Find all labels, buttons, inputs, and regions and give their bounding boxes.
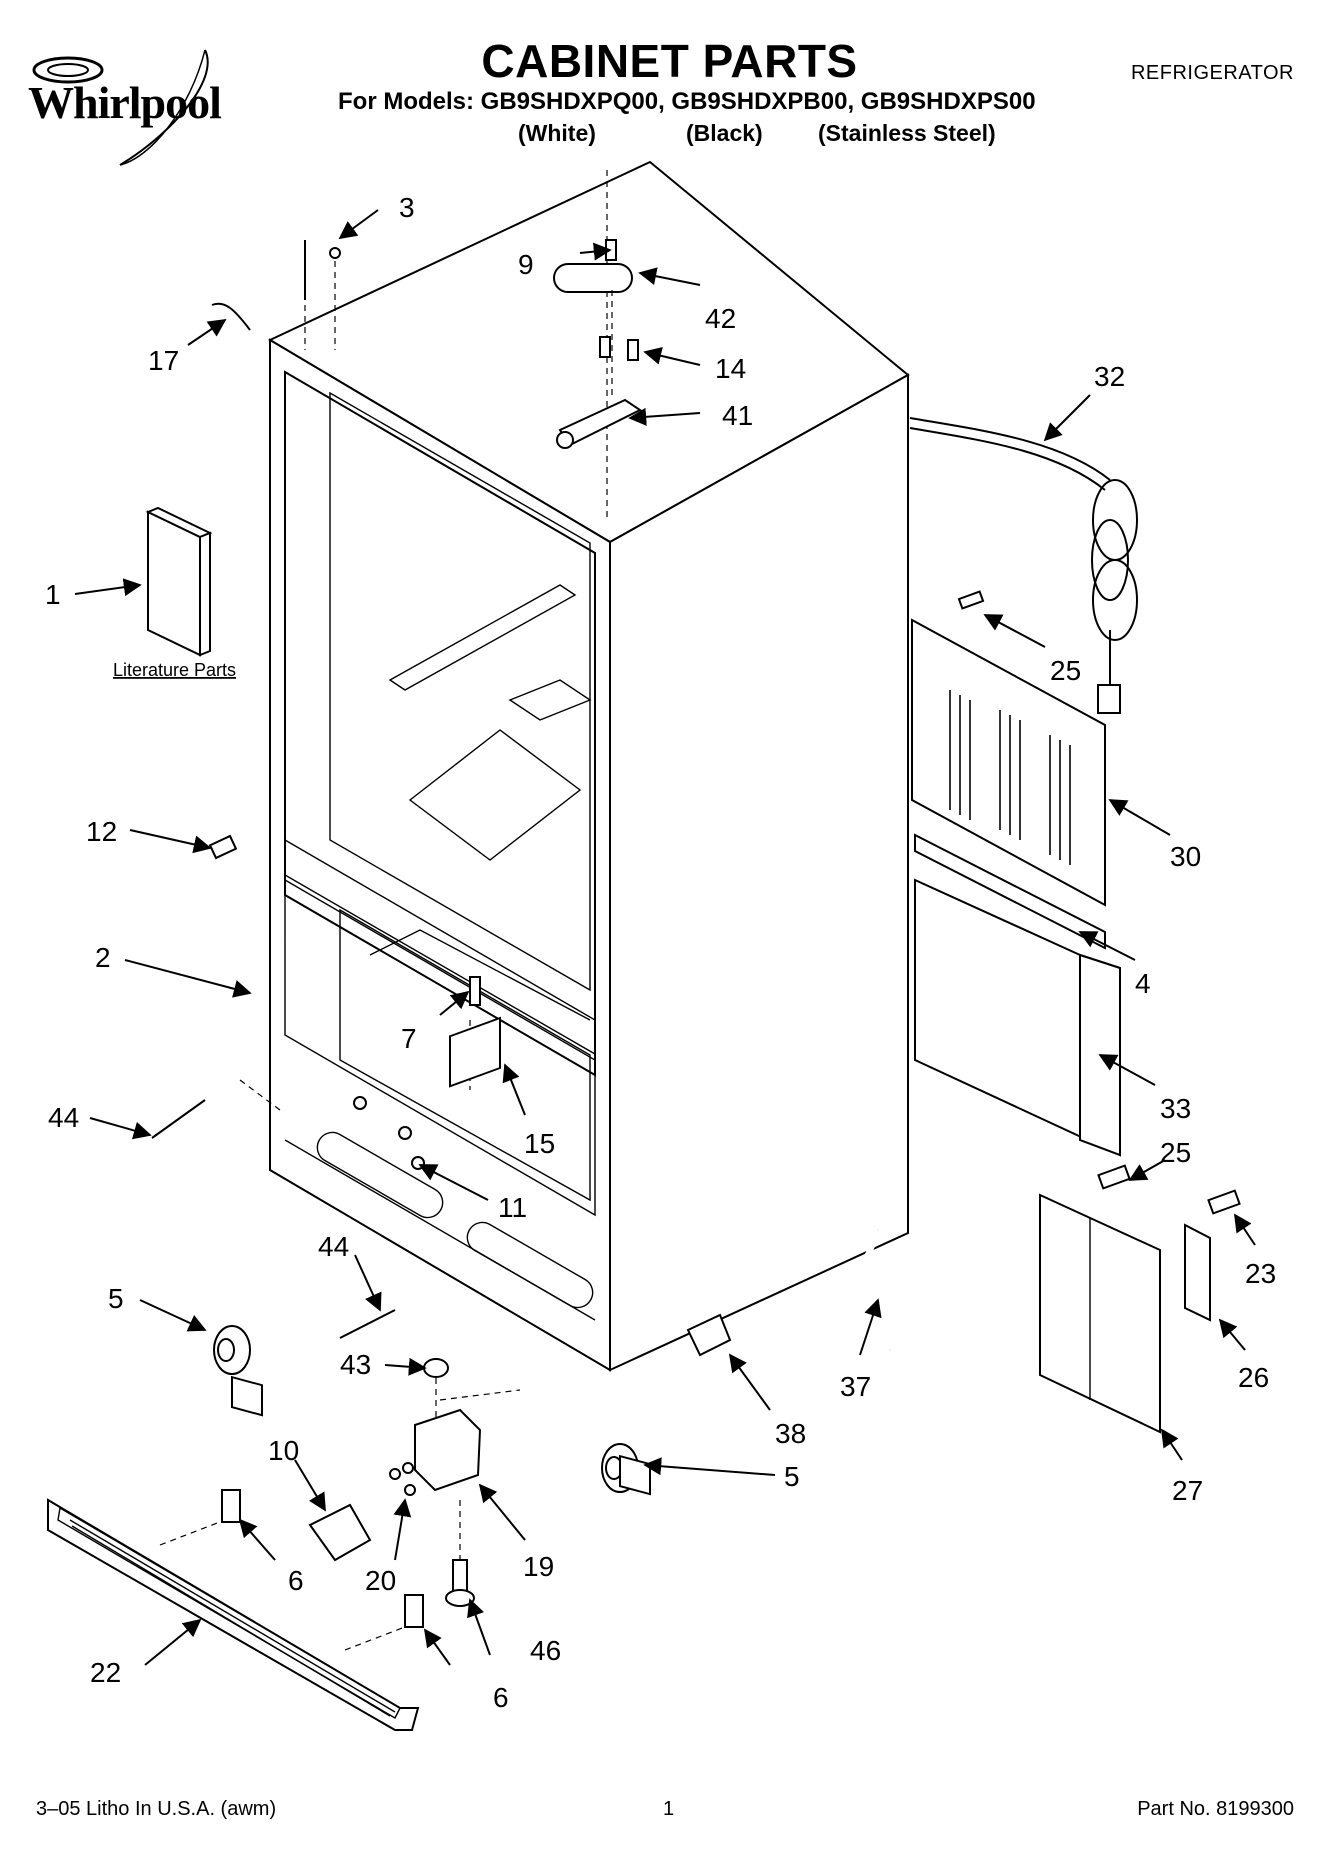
callout-19: 19 [523, 1551, 554, 1582]
leveling-assembly [308, 1358, 521, 1607]
callout-25: 25 [1160, 1137, 1191, 1168]
callout-30: 30 [1170, 841, 1201, 872]
leader-arrows [74, 209, 1256, 1666]
page-title: CABINET PARTS [481, 35, 858, 87]
grille-clip [404, 1594, 424, 1628]
callout-32: 32 [1094, 361, 1125, 392]
callout-9: 9 [518, 249, 534, 280]
callout-7: 7 [401, 1023, 417, 1054]
refrigerator-cabinet [239, 160, 910, 1372]
variant-stainless: (Stainless Steel) [818, 120, 996, 146]
callout-12: 12 [86, 816, 117, 847]
long-screws [151, 1099, 396, 1339]
brand-name: Whirlpool [28, 77, 222, 128]
grille-clip [221, 1489, 241, 1523]
callout-2: 2 [95, 942, 111, 973]
callout-44: 44 [318, 1231, 349, 1262]
top-hinge-assembly [553, 239, 642, 449]
callout-37: 37 [840, 1371, 871, 1402]
callout-43: 43 [340, 1349, 371, 1380]
power-cord [909, 417, 1138, 714]
footer-page-number: 1 [663, 1798, 675, 1820]
callout-5: 5 [784, 1461, 800, 1492]
drain-tube-and-clip [686, 1229, 893, 1357]
callout-14: 14 [715, 353, 746, 384]
callout-26: 26 [1238, 1362, 1269, 1393]
variant-white: (White) [518, 120, 596, 146]
callout-10: 10 [268, 1435, 299, 1466]
callout-3: 3 [399, 192, 415, 223]
logo-swoosh-icon [32, 49, 209, 166]
whirlpool-logo: Whirlpool [20, 40, 270, 170]
callout-4: 4 [1135, 968, 1151, 999]
back-panel-and-bracket [1039, 1164, 1241, 1434]
variant-black: (Black) [686, 120, 763, 146]
callout-11: 11 [498, 1192, 527, 1223]
appliance-category: REFRIGERATOR [1130, 62, 1294, 84]
callout-17: 17 [148, 345, 179, 376]
models-line: For Models: GB9SHDXPQ00, GB9SHDXPB00, GB… [338, 88, 1036, 115]
callout-33: 33 [1160, 1093, 1191, 1124]
rear-access-cover [911, 590, 1106, 907]
interior-screws [208, 834, 501, 1170]
vent-slots [949, 690, 1071, 865]
rollers [213, 1325, 651, 1496]
footer-print-info: 3–05 Litho In U.S.A. (awm) [36, 1798, 277, 1820]
top-screws [211, 240, 341, 331]
callout-20: 20 [365, 1565, 396, 1596]
callout-27: 27 [1172, 1475, 1203, 1506]
callout-1: 1 [45, 579, 61, 610]
callout-5: 5 [108, 1283, 124, 1314]
callout-25: 25 [1050, 655, 1081, 686]
callout-22: 22 [90, 1657, 121, 1688]
literature-parts-label: Literature Parts [113, 660, 236, 680]
callout-labels: 3 9 42 14 41 17 1 12 2 32 25 30 4 33 25 … [45, 192, 1276, 1713]
callout-44: 44 [48, 1102, 79, 1133]
color-variants: (White) (Black) (Stainless Steel) [0, 120, 1339, 150]
callout-6: 6 [493, 1682, 509, 1713]
callout-46: 46 [530, 1635, 561, 1666]
base-grille [47, 1498, 420, 1731]
footer-part-number: Part No. 8199300 [1137, 1798, 1294, 1820]
callout-41: 41 [722, 400, 753, 431]
callout-15: 15 [524, 1128, 555, 1159]
callout-6: 6 [288, 1565, 304, 1596]
literature-book [145, 506, 213, 657]
callout-42: 42 [705, 303, 736, 334]
callout-23: 23 [1245, 1258, 1276, 1289]
callout-38: 38 [775, 1418, 806, 1449]
